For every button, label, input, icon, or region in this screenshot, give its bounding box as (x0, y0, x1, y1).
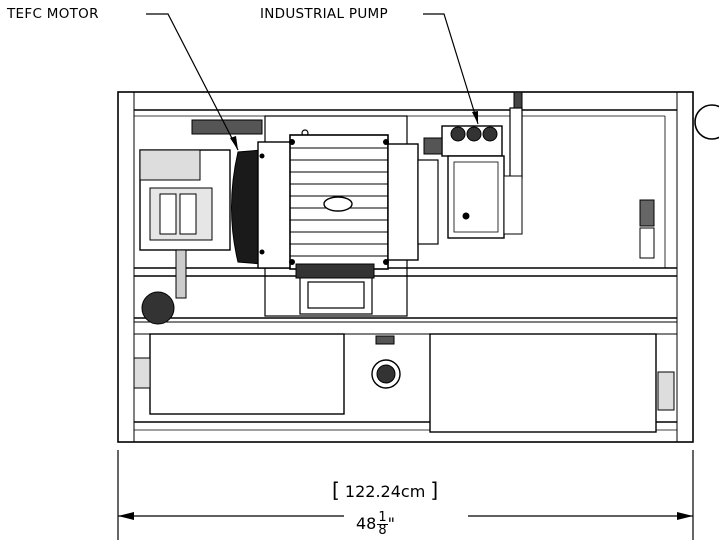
imperial-numerator: 1 (377, 510, 388, 525)
callout-arrowheads (230, 111, 478, 150)
skid-frame (117, 91, 694, 443)
right-fittings (639, 199, 675, 411)
left-gearbox (139, 119, 263, 325)
tefc-motor (231, 134, 439, 279)
metric-value: 122.24cm (344, 482, 426, 501)
imperial-denominator: 8 (378, 523, 387, 538)
lifting-eye (694, 104, 719, 140)
tefc-motor-label: TEFC MOTOR (7, 6, 99, 22)
imperial-whole: 48 (356, 514, 377, 533)
metric-bracket-close: ] (430, 478, 439, 502)
dimension-arrowheads (118, 512, 693, 520)
imperial-unit: " (387, 514, 395, 533)
drain-plug (371, 335, 401, 389)
industrial-pump (423, 91, 523, 239)
callout-leaders (146, 13, 479, 151)
dimension-metric: [ 122.24cm ] (332, 478, 438, 502)
industrial-pump-label: INDUSTRIAL PUMP (260, 6, 388, 22)
dimension-lines (117, 450, 694, 540)
metric-bracket-open: [ (332, 478, 340, 502)
lower-tanks (133, 333, 657, 433)
